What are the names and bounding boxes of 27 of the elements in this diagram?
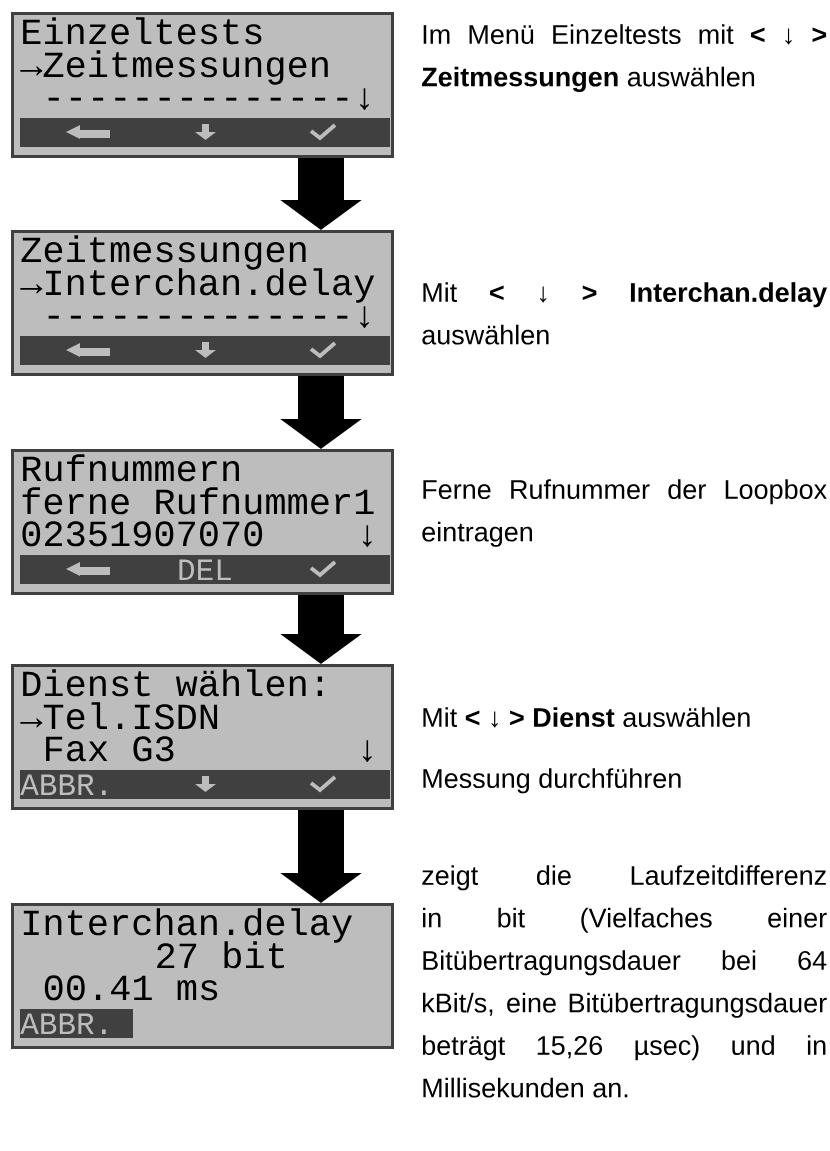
instruction-text: Mit < ↓ > Dienst auswählen (423, 707, 750, 728)
screen-text: ↓ (362, 525, 372, 548)
screen-text: --------------↓ (48, 306, 369, 329)
instruction-text: zeigt die Laufzeitdifferenz in bit (Vielfaches einer Bitübertragungsdauer bei 64 kBit/s, eine Bitübertragungsdauer beträgt 15,26 µsec) und in Millisekunden an. (422, 865, 827, 1098)
instruction-text: Messung durchführen (423, 768, 681, 794)
screen-text: ferne Rufnummer1 (22, 487, 374, 515)
screen-text: →Interchan.delay (20, 268, 375, 303)
screen-text: →Zeitmessungen (20, 50, 328, 85)
screen-text: 00.41 ms (44, 975, 218, 1001)
screen-text: 02351907070 (22, 521, 263, 547)
screen-text: --------------↓ (48, 88, 369, 111)
screen-text: 27 bit (157, 941, 284, 969)
instruction-text: Mit < ↓ > Interchan.delay auswählen (422, 282, 828, 345)
screen-text: Einzeltests (23, 17, 262, 45)
softkey-label: ABBR. (20, 774, 106, 795)
screen-text: ↓ (362, 740, 372, 763)
screen-text: →Tel.ISDN (20, 702, 218, 730)
screen-text: Fax G3 (46, 736, 174, 762)
softkey-label: ABBR. (20, 1013, 106, 1034)
screen-text: Dienst wählen: (23, 669, 322, 697)
instruction-text: Ferne Rufnummer der Loopbox eintragen (422, 479, 827, 547)
softkey-label: DEL (179, 559, 231, 580)
screen-text: Zeitmessungen (21, 235, 306, 270)
screen-text: Rufnummern (23, 454, 239, 482)
lcd-screen (11, 903, 394, 1049)
instruction-text: Im Menü Einzeltests mit < ↓ > Zeitmessungen auswählen (422, 24, 827, 92)
screen-text: Interchan.delay (23, 908, 352, 943)
